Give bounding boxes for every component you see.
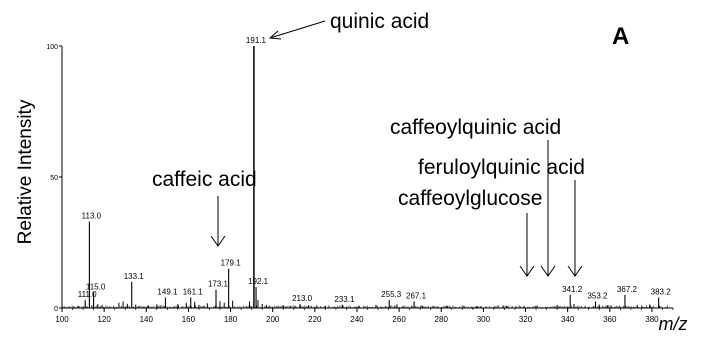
x-tick-label: 200 [266, 315, 280, 324]
annotation-quinic-acid-arrow [269, 20, 326, 39]
major-peaks [84, 46, 660, 308]
x-axis-ticks: 100 120 140 160 180 200 220 240 260 280 300 320 340 3… [55, 308, 674, 324]
annotation-feruloylquinic-acid-arrowhead [567, 265, 583, 277]
x-tick-label: 340 [561, 315, 575, 324]
minor-peaks [78, 300, 651, 308]
y-axis-label: Relative Intensity [15, 99, 36, 244]
annotation-caffeoylquinic-acid: caffeoylquinic acid [390, 116, 561, 139]
peak-label: 191.1 [246, 36, 267, 45]
x-tick-label: 160 [182, 315, 196, 324]
peak-label: 113.0 [82, 212, 102, 221]
peak-label: 179.1 [221, 259, 242, 268]
x-tick-label: 260 [392, 315, 406, 324]
annotation-quinic-acid-arrowhead [268, 30, 282, 40]
x-axis-label: m/z [659, 314, 688, 334]
panel-label: A [612, 23, 629, 50]
annotation-feruloylquinic-acid: feruloylquinic acid [418, 156, 585, 179]
peak-labels: 111.0 113.0 115.0 133.1 149.1 161.1 173.1 179.1… [78, 36, 671, 304]
x-tick-label: 320 [519, 315, 533, 324]
annotation-caffeoylglucose: caffeoylglucose [398, 187, 542, 210]
annotation-caffeic-acid: caffeic acid [152, 168, 257, 191]
annotation-quinic-acid: quinic acid [330, 10, 429, 33]
peak-label: 353.2 [587, 291, 608, 300]
x-tick-label: 220 [308, 315, 322, 324]
y-tick-label: 50 [50, 175, 58, 182]
x-tick-label: 380 [645, 315, 659, 324]
y-tick-label: 100 [46, 44, 58, 51]
annotation-caffeic-acid-arrowhead [210, 235, 226, 247]
x-tick-label: 300 [477, 315, 491, 324]
peak-label: 115.0 [86, 282, 106, 291]
y-tick-label: 0 [54, 306, 58, 313]
peak-label: 161.1 [183, 288, 204, 297]
y-axis-ticks: 0 50 100 [46, 44, 62, 313]
peak-label: 383.2 [651, 288, 672, 297]
peak-label: 341.2 [562, 285, 583, 294]
x-tick-label: 360 [603, 315, 617, 324]
peak-label: 213.0 [292, 294, 313, 303]
peak-label: 233.1 [334, 295, 355, 304]
x-tick-label: 280 [435, 315, 449, 324]
peak-label: 255.3 [381, 290, 402, 299]
x-tick-label: 100 [55, 315, 69, 324]
peak-label: 111.0 [78, 290, 97, 299]
annotation-caffeoylquinic-acid-arrowhead [540, 265, 556, 277]
peak-label: 267.1 [406, 291, 427, 300]
x-tick-label: 120 [97, 315, 111, 324]
x-tick-label: 140 [140, 315, 154, 324]
annotation-caffeoylglucose-arrowhead [519, 265, 535, 277]
peak-label: 367.2 [617, 285, 638, 294]
x-tick-label: 180 [224, 315, 238, 324]
peak-label: 173.1 [208, 280, 229, 289]
peak-label: 149.1 [157, 288, 178, 297]
x-tick-label: 240 [350, 315, 364, 324]
peak-label: 192.1 [248, 277, 269, 286]
peak-label: 133.1 [124, 272, 145, 281]
